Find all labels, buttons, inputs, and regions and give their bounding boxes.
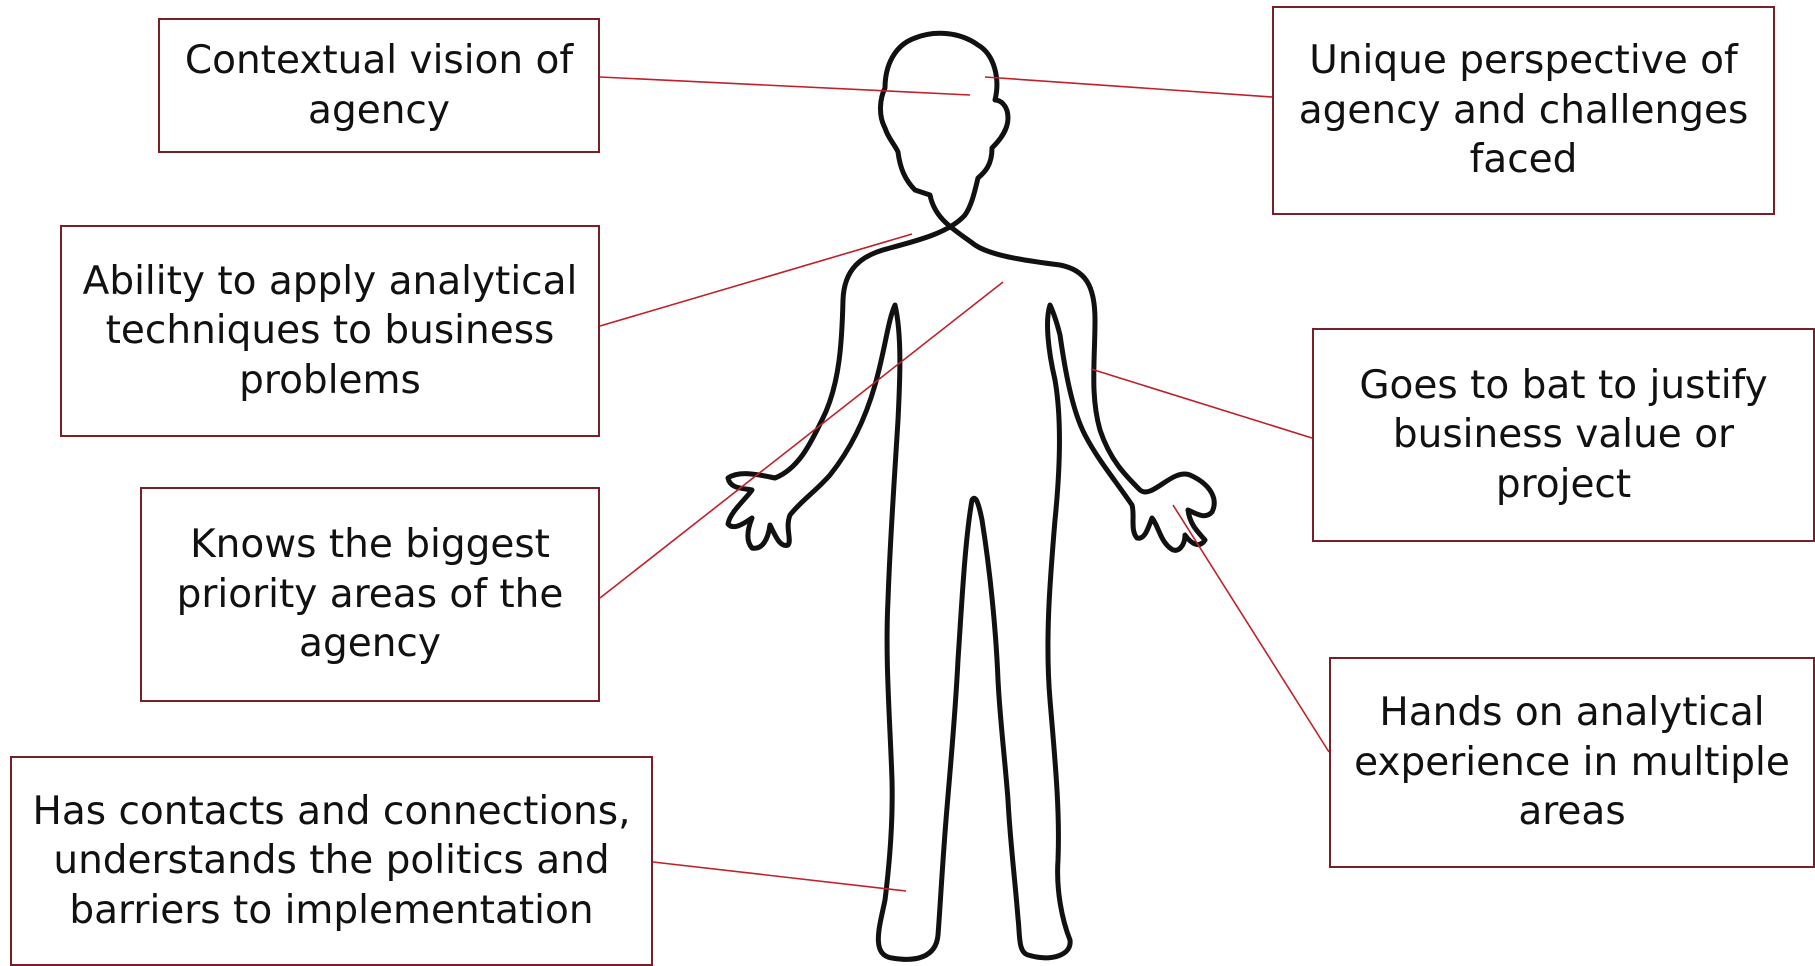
- leader-line-priority-areas: [599, 281, 1004, 599]
- callout-text-line: areas: [1518, 789, 1626, 835]
- leader-line-unique-perspective: [984, 76, 1273, 98]
- callout-text-line: priority areas of the: [176, 571, 564, 617]
- callout-text-line: techniques to business: [105, 308, 555, 354]
- leader-line-contacts: [652, 861, 907, 892]
- callout-text-line: Unique perspective of: [1309, 38, 1738, 84]
- callout-text-line: Goes to bat to justify: [1359, 362, 1768, 408]
- callout-text-line: agency: [299, 621, 441, 667]
- callout-text-line: Contextual vision of: [184, 37, 574, 83]
- callout-hands-on: Hands on analytical experience in multip…: [1329, 657, 1815, 868]
- callout-text-line: agency and challenges: [1298, 87, 1749, 133]
- callout-text-line: barriers to implementation: [69, 887, 594, 933]
- callout-text-line: Ability to apply analytical: [82, 258, 578, 304]
- callout-text-line: Hands on analytical: [1379, 690, 1765, 736]
- callout-priority-areas: Knows the biggest priority areas of the …: [140, 487, 600, 702]
- leader-line-business-value: [1090, 368, 1313, 439]
- callout-text-line: project: [1495, 461, 1632, 507]
- callout-text-line: Knows the biggest: [190, 522, 550, 568]
- callout-text-line: experience in multiple: [1354, 739, 1790, 785]
- callout-text-line: problems: [239, 357, 421, 403]
- callout-contextual-vision: Contextual vision of agency: [158, 18, 600, 153]
- leader-line-contextual-vision: [599, 76, 971, 96]
- callout-text-line: agency: [308, 87, 450, 133]
- leader-line-analytical-techniques: [599, 233, 913, 327]
- callout-contacts: Has contacts and connections, understand…: [10, 756, 653, 966]
- human-body-outline-icon: [725, 30, 1217, 962]
- callout-text-line: understands the politics and: [53, 838, 610, 884]
- callout-unique-perspective: Unique perspective of agency and challen…: [1272, 6, 1775, 215]
- callout-text-line: business value or: [1392, 412, 1735, 458]
- leader-line-hands-on: [1172, 504, 1330, 753]
- callout-business-value: Goes to bat to justify business value or…: [1312, 328, 1815, 542]
- callout-analytical-techniques: Ability to apply analytical techniques t…: [60, 225, 600, 437]
- callout-text-line: Has contacts and connections,: [32, 788, 631, 834]
- callout-text-line: faced: [1469, 137, 1578, 183]
